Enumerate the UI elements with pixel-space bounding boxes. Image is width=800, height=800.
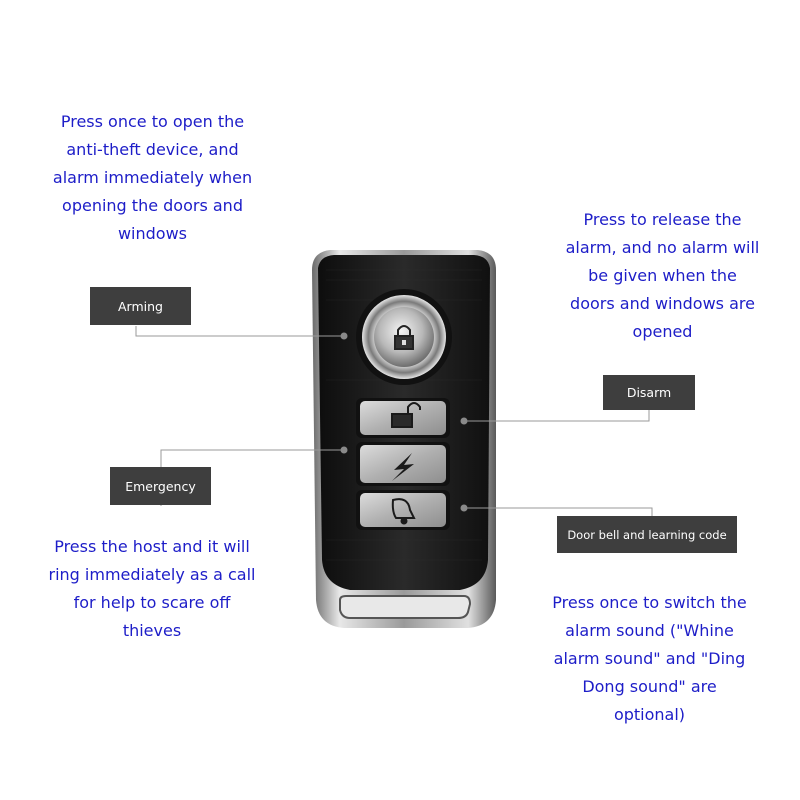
- emergency-label: Emergency: [110, 467, 211, 505]
- lock-icon: [394, 325, 414, 350]
- lightning-icon: [392, 453, 414, 481]
- disarm-label: Disarm: [603, 375, 695, 410]
- doorbell-label: Door bell and learning code: [557, 516, 737, 553]
- doorbell-description: Press once to switch the alarm sound ("W…: [552, 593, 747, 724]
- disarm-description: Press to release the alarm, and no alarm…: [565, 210, 760, 341]
- emergency-description: Press the host and it will ring immediat…: [48, 537, 256, 640]
- callout-dot-emergency: [340, 446, 348, 454]
- callout-dot-disarm: [460, 417, 468, 425]
- callout-dot-arming: [340, 332, 348, 340]
- callout-dot-doorbell: [460, 504, 468, 512]
- arming-description: Press once to open the anti-theft device…: [52, 112, 253, 243]
- unlock-icon: [391, 402, 421, 428]
- arming-label: Arming: [90, 287, 191, 325]
- doorbell-button[interactable]: [360, 493, 446, 527]
- key-ring-slot: [339, 595, 472, 619]
- bell-icon: [391, 498, 416, 525]
